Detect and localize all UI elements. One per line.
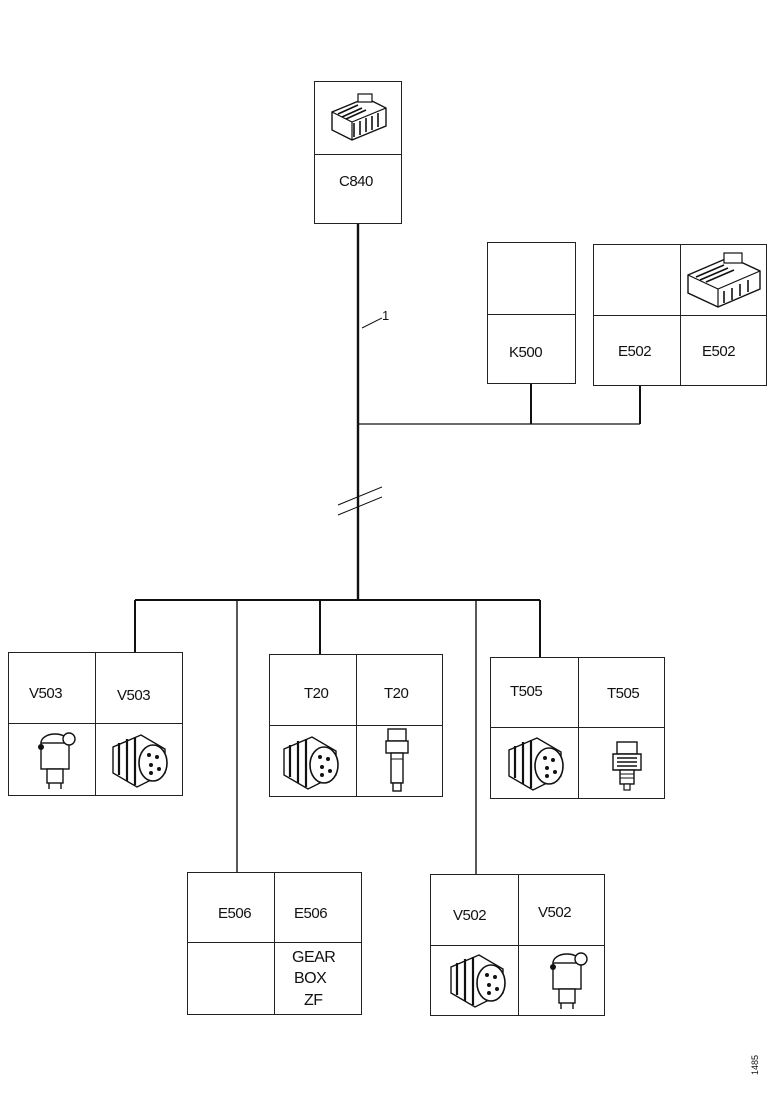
v502-box: V502 V502 [430, 874, 605, 1016]
t505-label-right: T505 [607, 685, 640, 702]
pressure-sensor-icon [612, 741, 642, 791]
t20-label-right: T20 [384, 685, 409, 702]
v503-box: V503 V503 [8, 652, 183, 796]
v502-label-right: V502 [538, 904, 572, 921]
k500-label: K500 [509, 344, 543, 361]
round-connector-icon [508, 737, 564, 791]
e506-gearbox-line2: BOX [294, 970, 327, 987]
v502-label-left: V502 [453, 907, 487, 924]
solenoid-valve-icon [38, 732, 76, 789]
c840-label: C840 [339, 173, 373, 190]
v503-label-right: V503 [117, 687, 151, 704]
e506-box: E506 E506 GEAR BOX ZF [187, 872, 362, 1015]
figure-id: 1485 [750, 1054, 760, 1075]
v503-label-left: V503 [29, 685, 63, 702]
wire-callout-number: 1 [382, 308, 390, 323]
connector-block-icon [687, 252, 761, 308]
sensor-probe-icon [385, 728, 409, 792]
e506-label-left: E506 [218, 905, 252, 922]
t20-label-left: T20 [304, 685, 329, 702]
e502-label-right: E502 [702, 343, 736, 360]
e502-box: E502 E502 [593, 244, 767, 386]
break-mark-1 [337, 486, 383, 506]
e506-gearbox-line1: GEAR [292, 949, 336, 966]
t505-box: T505 T505 [490, 657, 665, 799]
c840-connector-box: C840 [314, 81, 402, 224]
break-mark-2 [337, 496, 383, 516]
k500-box: K500 [487, 242, 576, 384]
e506-gearbox-line3: ZF [304, 992, 323, 1009]
t20-box: T20 T20 [269, 654, 443, 797]
round-connector-icon [450, 954, 506, 1008]
round-connector-icon [112, 734, 168, 788]
connector-block-icon [331, 93, 387, 141]
callout-leader [361, 317, 383, 329]
e502-label-left: E502 [618, 343, 652, 360]
t505-label-left: T505 [510, 683, 543, 700]
round-connector-icon [283, 736, 339, 790]
e506-label-right: E506 [294, 905, 328, 922]
solenoid-valve-icon [550, 952, 588, 1009]
